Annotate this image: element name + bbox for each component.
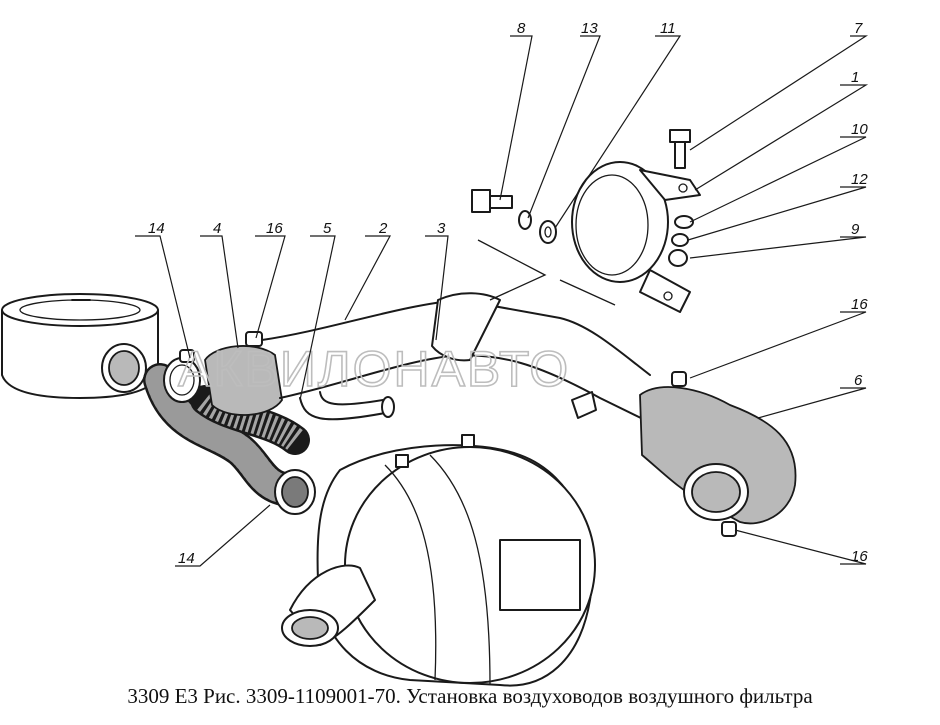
callout-11: 11	[660, 20, 676, 37]
callout-16-mid: 16	[851, 296, 868, 313]
callout-8: 8	[517, 20, 526, 37]
callout-13: 13	[581, 20, 598, 37]
air-filter-housing-top	[1, 293, 159, 399]
figure-caption: 3309 Е3 Рис. 3309-1109001-70. Установка …	[127, 684, 813, 708]
bolt-8	[471, 189, 513, 213]
callout-12: 12	[851, 171, 868, 188]
callout-3: 3	[437, 220, 446, 237]
callout-6: 6	[854, 372, 863, 389]
callout-16-top: 16	[266, 220, 283, 237]
callout-16-bottom: 16	[851, 548, 868, 565]
washer-11	[539, 220, 557, 244]
callout-14-top: 14	[148, 220, 165, 237]
watermark: АКВИЛОНАВТО	[178, 341, 570, 397]
clamp-band	[571, 161, 701, 313]
callout-1: 1	[851, 69, 859, 86]
callout-2: 2	[378, 220, 388, 237]
callout-5: 5	[323, 220, 332, 237]
leader-lines	[135, 35, 869, 567]
callout-14-bottom: 14	[178, 550, 195, 567]
washer-13	[518, 210, 532, 230]
callout-9: 9	[851, 221, 860, 238]
callout-4: 4	[213, 220, 221, 237]
bolt-7	[669, 129, 691, 169]
callout-labels: 8 13 11 7 1 10 12 9 14 4 16 5 2 3 16 6 1…	[148, 20, 868, 567]
callout-7: 7	[854, 20, 863, 37]
air-filter-body	[281, 434, 596, 687]
corrugated-hose	[143, 363, 316, 515]
callout-10: 10	[851, 121, 868, 138]
air-duct-pipe	[261, 292, 651, 421]
washers-10-12	[668, 215, 694, 267]
left-elbow	[163, 331, 283, 416]
right-elbow	[639, 371, 797, 537]
